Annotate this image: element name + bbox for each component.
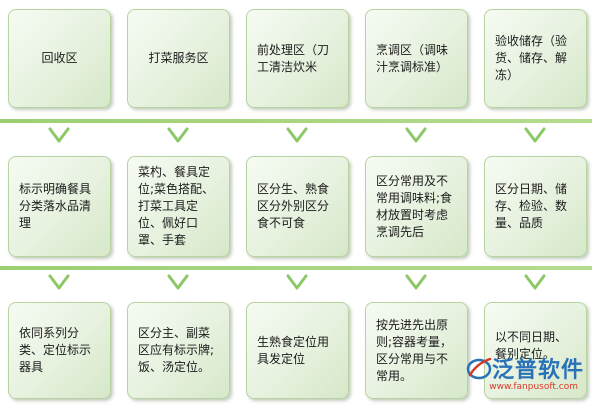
down-arrow-icon: [167, 272, 189, 294]
placement-box-cooking: 按先进先出原则;容器考量，区分常用与不常用。: [365, 302, 468, 399]
placement-box-recycling: 依同系列分类、定位标示器具: [8, 302, 111, 399]
connector-bar-1: [0, 119, 592, 123]
zone-label: 回收区: [41, 51, 78, 65]
zone-label: 前处理区（刀工清洁炊米: [257, 42, 330, 74]
rule-text: 菜杓、餐具定位;菜色搭配、打菜工具定位、佩好口罩、手套: [138, 165, 215, 247]
rule-box-cooking: 区分常用及不常用调味料;食材放置时考虑烹调先后: [365, 156, 468, 257]
down-arrow-icon: [48, 125, 70, 147]
fanpu-logo-icon: [466, 357, 492, 380]
logo-url-text: www.fanpusoft.com: [489, 382, 578, 392]
watermark-logo: 泛普软件 www.fanpusoft.com: [466, 352, 584, 392]
zone-label: 烹调区（调味汁烹调标准）: [376, 42, 449, 74]
rule-text: 标示明确餐具分类落水品清理: [19, 182, 92, 230]
rule-text: 区分日期、储存、检验、数量、品质: [495, 182, 568, 230]
down-arrow-icon: [405, 125, 427, 147]
down-arrow-icon: [286, 272, 308, 294]
zone-label: 验收储存（验货、储存、解冻）: [495, 34, 568, 82]
rule-box-recycling: 标示明确餐具分类落水品清理: [8, 156, 111, 257]
rule-text: 区分常用及不常用调味料;食材放置时考虑烹调先后: [376, 173, 453, 239]
down-arrow-icon: [524, 272, 546, 294]
zone-box-recycling: 回收区: [8, 9, 111, 108]
down-arrow-icon: [167, 125, 189, 147]
down-arrow-icon: [524, 125, 546, 147]
zone-box-serving: 打菜服务区: [127, 9, 230, 108]
zone-box-preprocessing: 前处理区（刀工清洁炊米: [246, 9, 349, 108]
rule-text: 区分生、熟食区分外别区分食不可食: [257, 182, 330, 230]
placement-text: 生熟食定位用具发定位: [257, 334, 330, 366]
rule-box-serving: 菜杓、餐具定位;菜色搭配、打菜工具定位、佩好口罩、手套: [127, 156, 230, 257]
placement-box-serving: 区分主、副菜区应有标示牌;饭、汤定位。: [127, 302, 230, 399]
logo-brand-text: 泛普软件: [491, 358, 584, 383]
placement-text: 依同系列分类、定位标示器具: [19, 326, 92, 374]
down-arrow-icon: [48, 272, 70, 294]
placement-text: 以不同日期、餐别定位。: [495, 330, 568, 361]
placement-box-preprocessing: 生熟食定位用具发定位: [246, 302, 349, 399]
placement-text: 按先进先出原则;容器考量，区分常用与不常用。: [376, 317, 453, 383]
rule-box-receiving-storage: 区分日期、储存、检验、数量、品质: [484, 156, 587, 257]
placement-box-receiving-storage: 以不同日期、餐别定位。: [484, 302, 587, 399]
down-arrow-icon: [286, 125, 308, 147]
connector-bar-2: [0, 266, 592, 270]
rule-box-preprocessing: 区分生、熟食区分外别区分食不可食: [246, 156, 349, 257]
down-arrow-icon: [405, 272, 427, 294]
zone-label: 打菜服务区: [148, 51, 209, 65]
zone-box-receiving-storage: 验收储存（验货、储存、解冻）: [484, 9, 587, 108]
placement-text: 区分主、副菜区应有标示牌;饭、汤定位。: [138, 326, 215, 374]
zone-box-cooking: 烹调区（调味汁烹调标准）: [365, 9, 468, 108]
